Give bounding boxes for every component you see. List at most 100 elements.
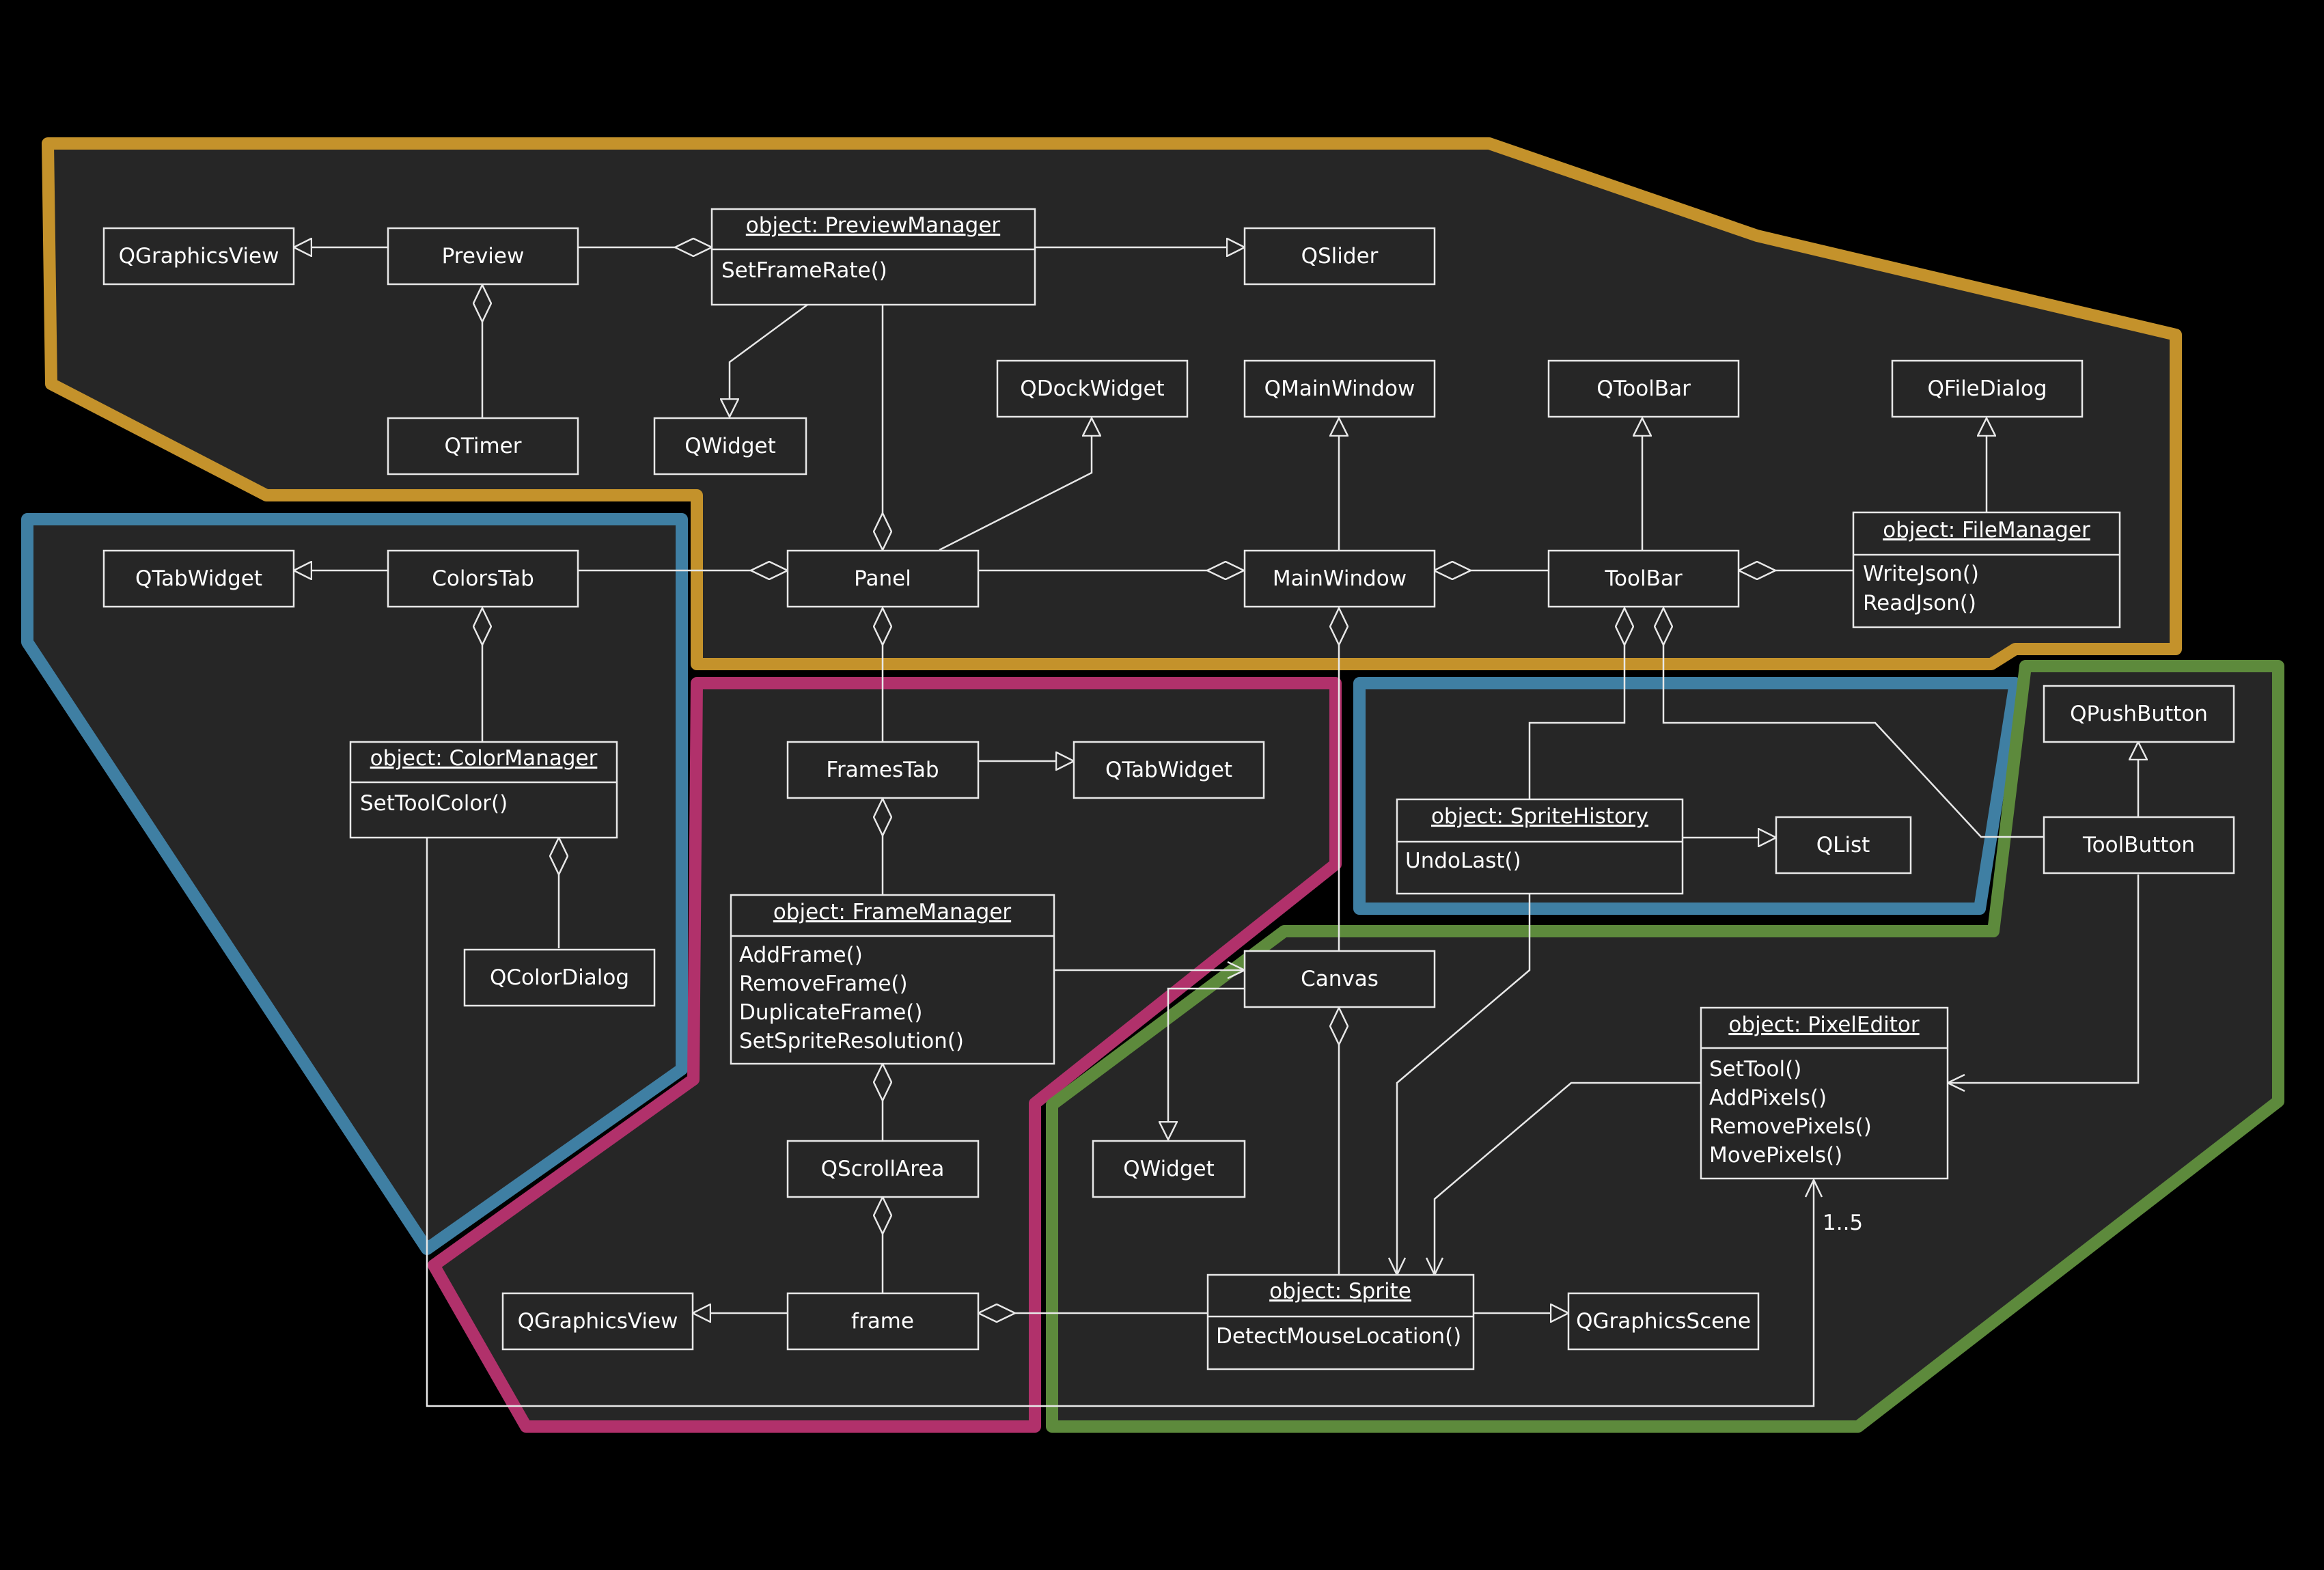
class-label: QGraphicsView	[119, 244, 279, 268]
object-framemanager: object: FrameManager AddFrame() RemoveFr…	[730, 894, 1055, 1065]
object-title: object: PixelEditor	[1728, 1013, 1920, 1037]
region-gold-border	[42, 137, 2182, 670]
object-method: RemoveFrame()	[739, 972, 908, 996]
region-blue-right-border	[1353, 677, 2021, 915]
object-colormanager: object: ColorManager SetToolColor()	[349, 741, 618, 839]
class-qlist: QList	[1775, 816, 1912, 874]
object-title: object: Sprite	[1269, 1279, 1411, 1304]
object-method: AddFrame()	[739, 943, 863, 967]
object-previewmanager: object: PreviewManager SetFrameRate()	[710, 208, 1036, 306]
class-qgraphicsscene: QGraphicsScene	[1567, 1292, 1760, 1351]
class-qcolordialog: QColorDialog	[463, 948, 656, 1007]
class-label: ColorsTab	[432, 566, 534, 591]
object-boxes: object: PreviewManager SetFrameRate() ob…	[349, 208, 2121, 1371]
class-label: QGraphicsView	[518, 1309, 678, 1334]
class-qwidget-bottom: QWidget	[1092, 1140, 1246, 1198]
edge-spritehistory-sprite	[1397, 894, 1531, 1275]
class-label: QWidget	[1123, 1157, 1215, 1181]
region-green-fill	[1052, 666, 2278, 1427]
object-sprite: object: Sprite DetectMouseLocation()	[1206, 1273, 1475, 1371]
class-qslider: QSlider	[1243, 227, 1436, 286]
object-method: ReadJson()	[1863, 591, 1976, 616]
class-colorstab: ColorsTab	[387, 549, 579, 608]
class-label: QMainWindow	[1264, 376, 1415, 401]
class-toolbutton: ToolButton	[2043, 816, 2235, 874]
object-title: object: SpriteHistory	[1431, 804, 1648, 829]
class-label: QWidget	[684, 434, 776, 458]
edge-spritehistory-toolbar	[1528, 608, 1624, 799]
object-title: object: ColorManager	[370, 746, 598, 771]
class-label: QTimer	[444, 434, 521, 458]
edge-toolbutton-pixeleditor	[1948, 874, 2140, 1083]
class-canvas: Canvas	[1243, 950, 1436, 1008]
class-qgraphicsview-bottom: QGraphicsView	[501, 1292, 694, 1351]
class-qtabwidget-mid: QTabWidget	[1073, 741, 1265, 799]
object-method: DuplicateFrame()	[739, 1000, 922, 1025]
object-method: SetToolColor()	[360, 791, 508, 816]
region-blue-left-border	[21, 513, 688, 1255]
object-method: RemovePixels()	[1709, 1114, 1872, 1139]
edge-toolbutton-toolbar	[1663, 608, 2044, 838]
object-filemanager: object: FileManager WriteJson() ReadJson…	[1852, 511, 2121, 629]
class-toolbar: ToolBar	[1547, 549, 1740, 608]
class-qgraphicsview-top: QGraphicsView	[102, 227, 295, 286]
class-label: QFileDialog	[1927, 376, 2047, 401]
class-label: Canvas	[1301, 967, 1379, 991]
class-label: QDockWidget	[1020, 376, 1164, 401]
edge-pixeleditor-sprite	[1435, 1082, 1701, 1275]
class-label: QToolBar	[1596, 376, 1691, 401]
object-title: object: PreviewManager	[746, 213, 1001, 238]
class-framestab: FramesTab	[786, 741, 980, 799]
object-title: object: FileManager	[1883, 518, 2090, 542]
multiplicity-label: 1..5	[1823, 1211, 1863, 1235]
class-qscrollarea: QScrollArea	[786, 1140, 980, 1198]
class-label: FramesTab	[826, 758, 939, 782]
class-label: MainWindow	[1273, 566, 1407, 591]
class-label: QPushButton	[2070, 702, 2208, 726]
class-qpushbutton: QPushButton	[2043, 685, 2235, 743]
class-label: QList	[1816, 833, 1870, 857]
class-label: QSlider	[1301, 244, 1379, 268]
edge-canvas-qwidget	[1168, 987, 1245, 1140]
region-borders	[21, 137, 2284, 1433]
edge-previewmanager-qwidget	[730, 303, 808, 417]
class-label: QTabWidget	[135, 566, 262, 591]
class-label: Panel	[854, 566, 911, 591]
class-qtoolbar: QToolBar	[1547, 359, 1740, 418]
edge-panel-qdockwidget	[939, 418, 1092, 551]
class-label: Preview	[442, 244, 525, 268]
class-boxes: QGraphicsView Preview QSlider QTimer QWi…	[102, 227, 2235, 1351]
object-method: MovePixels()	[1709, 1143, 1842, 1168]
class-frame: frame	[786, 1292, 980, 1351]
class-label: frame	[851, 1309, 914, 1334]
class-qtabwidget-left: QTabWidget	[102, 549, 295, 608]
class-qtimer: QTimer	[387, 417, 579, 476]
region-blue-left-fill	[27, 519, 682, 1249]
class-label: ToolButton	[2082, 833, 2195, 857]
class-label: QGraphicsScene	[1576, 1309, 1751, 1334]
object-method: SetFrameRate()	[721, 258, 887, 283]
class-qmainwindow: QMainWindow	[1243, 359, 1436, 418]
object-method: AddPixels()	[1709, 1086, 1827, 1110]
object-method: SetTool()	[1709, 1057, 1801, 1082]
class-preview: Preview	[387, 227, 579, 286]
object-method: UndoLast()	[1405, 849, 1521, 873]
relationships	[294, 247, 2140, 1407]
class-label: QScrollArea	[821, 1157, 945, 1181]
object-method: DetectMouseLocation()	[1216, 1324, 1461, 1349]
class-mainwindow: MainWindow	[1243, 549, 1436, 608]
class-label: ToolBar	[1604, 566, 1682, 591]
class-label: QTabWidget	[1105, 758, 1232, 782]
object-spritehistory: object: SpriteHistory UndoLast()	[1396, 798, 1684, 895]
class-qdockwidget: QDockWidget	[996, 359, 1189, 418]
class-qwidget-top: QWidget	[653, 417, 807, 476]
class-panel: Panel	[786, 549, 980, 608]
region-magenta-border	[428, 677, 1342, 1433]
object-title: object: FrameManager	[773, 900, 1012, 924]
edge-colormanager-pixeleditor	[426, 838, 1814, 1407]
object-pixeleditor: object: PixelEditor SetTool() AddPixels(…	[1700, 1006, 1949, 1180]
object-method: SetSpriteResolution()	[739, 1029, 964, 1053]
region-green-border	[1046, 660, 2284, 1433]
class-label: QColorDialog	[490, 965, 629, 990]
